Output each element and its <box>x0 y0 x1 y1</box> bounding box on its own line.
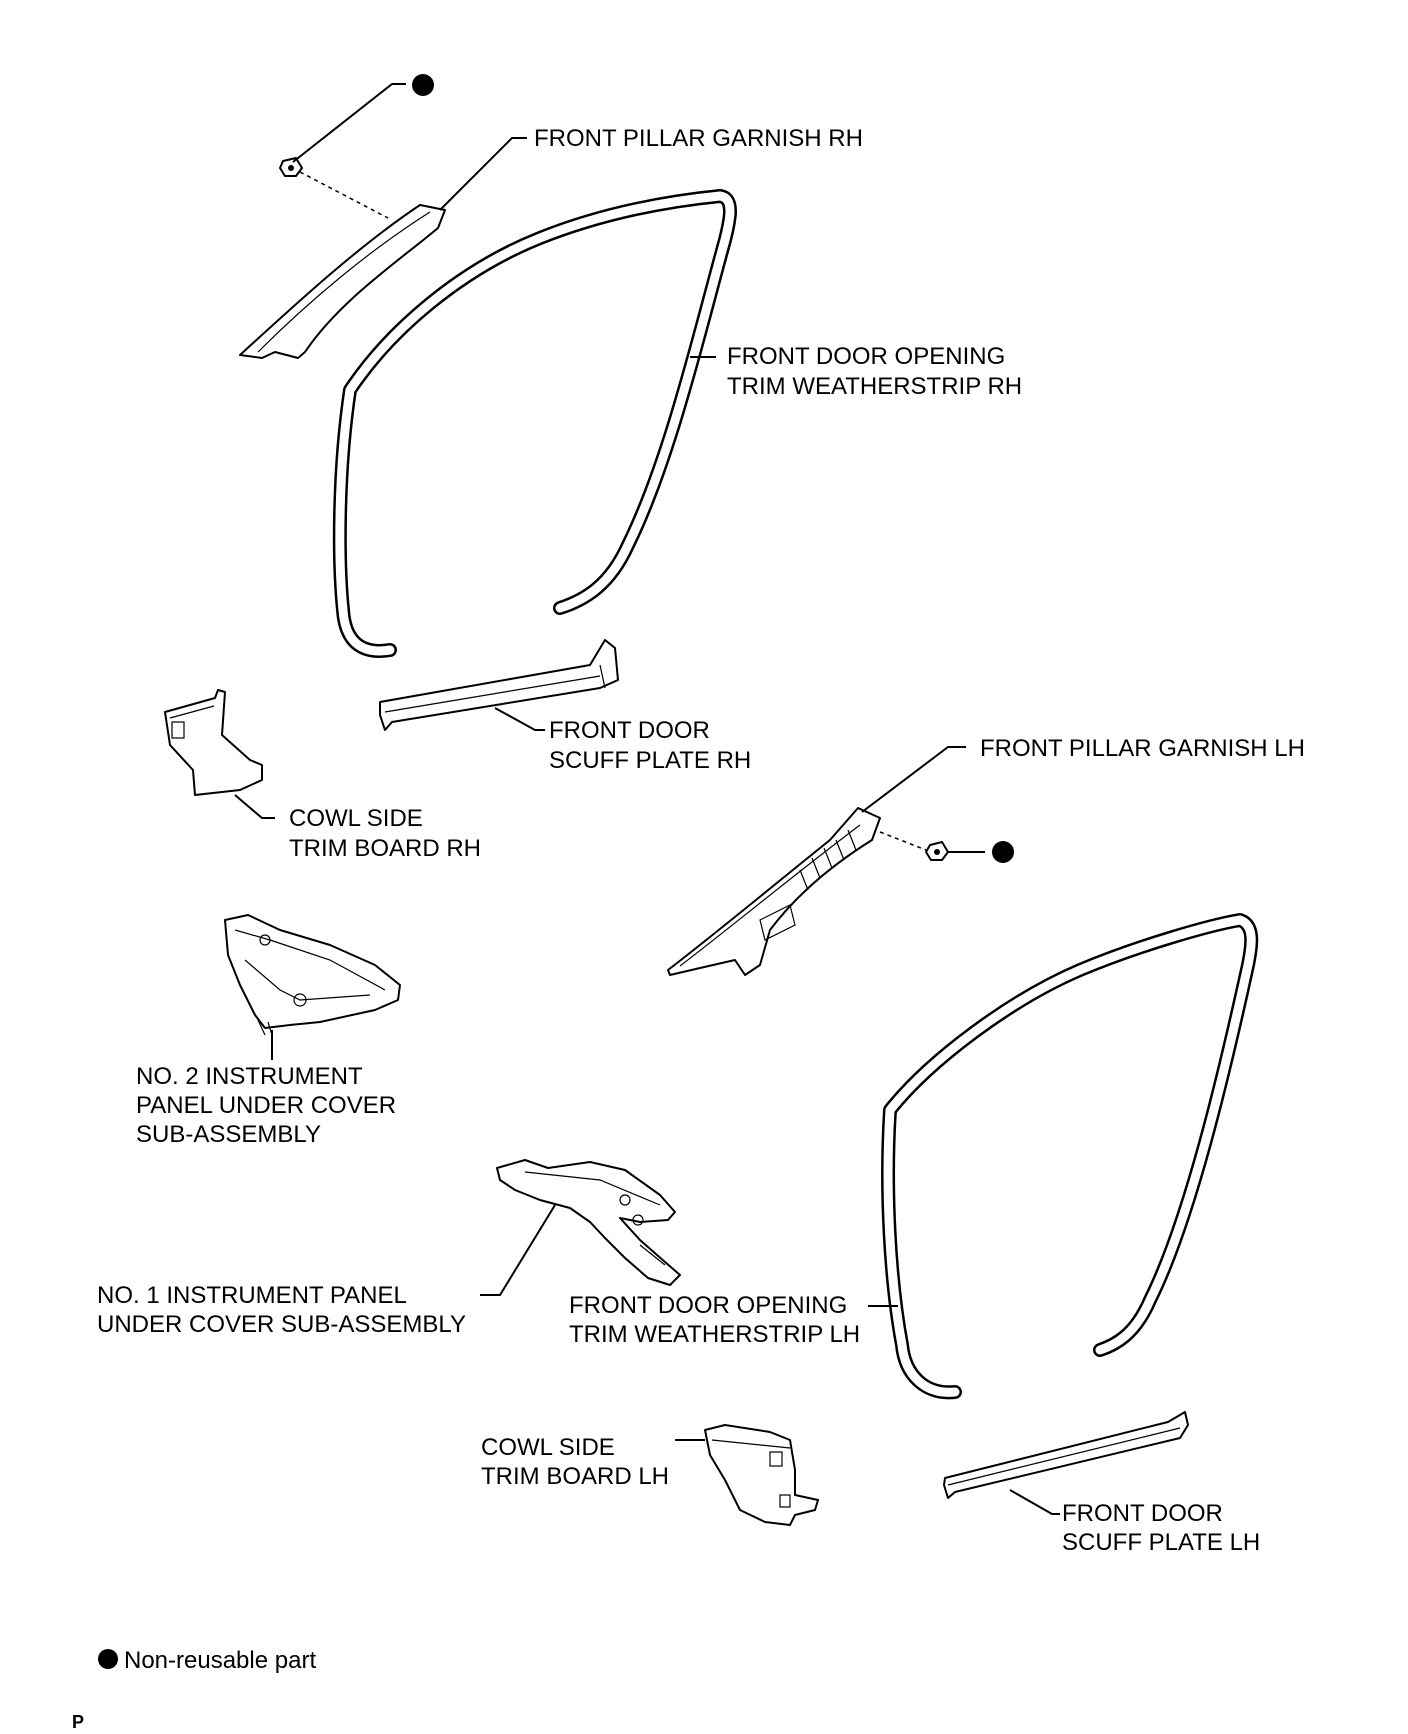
non-reusable-marker-icon <box>992 841 1014 863</box>
front-door-opening-trim-weatherstrip-lh <box>881 913 1259 1400</box>
label-weatherstrip-rh: FRONT DOOR OPENING TRIM WEATHERSTRIP RH <box>727 343 1022 400</box>
label-scuff-plate-lh: FRONT DOOR SCUFF PLATE LH <box>1062 1500 1260 1556</box>
non-reusable-legend-icon <box>98 1649 118 1669</box>
label-no1-under-cover: NO. 1 INSTRUMENT PANEL UNDER COVER SUB-A… <box>97 1282 466 1338</box>
front-pillar-garnish-lh <box>667 807 881 976</box>
no2-instrument-panel-under-cover <box>224 914 401 1036</box>
label-no2-under-cover: NO. 2 INSTRUMENT PANEL UNDER COVER SUB-A… <box>136 1063 403 1148</box>
front-door-opening-trim-weatherstrip-rh <box>332 189 737 658</box>
clip-icon <box>925 841 949 861</box>
footer-mark: P <box>72 1712 84 1732</box>
label-cowl-side-lh: COWL SIDE TRIM BOARD LH <box>481 1434 669 1490</box>
no1-instrument-panel-under-cover <box>496 1159 681 1286</box>
clip-icon <box>279 157 303 177</box>
legend-text: Non-reusable part <box>124 1647 316 1674</box>
label-front-pillar-garnish-rh: FRONT PILLAR GARNISH RH <box>534 125 863 152</box>
cowl-side-trim-board-lh <box>704 1424 819 1526</box>
label-weatherstrip-lh: FRONT DOOR OPENING TRIM WEATHERSTRIP LH <box>569 1292 860 1348</box>
non-reusable-marker-icon <box>412 74 434 96</box>
front-pillar-garnish-rh <box>239 204 446 359</box>
label-scuff-plate-rh: FRONT DOOR SCUFF PLATE RH <box>549 717 751 774</box>
label-cowl-side-rh: COWL SIDE TRIM BOARD RH <box>289 805 481 862</box>
label-front-pillar-garnish-lh: FRONT PILLAR GARNISH LH <box>980 735 1305 762</box>
front-door-scuff-plate-rh <box>379 639 619 731</box>
cowl-side-trim-board-rh <box>164 689 263 796</box>
front-door-scuff-plate-lh <box>943 1411 1189 1499</box>
